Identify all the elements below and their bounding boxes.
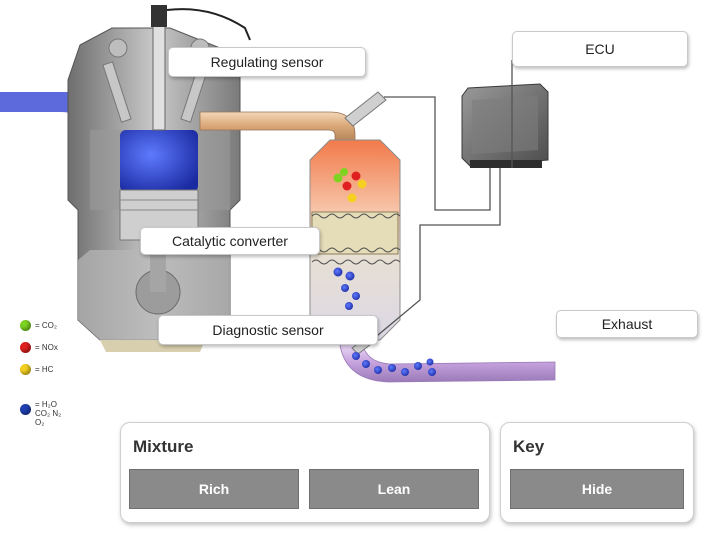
exhaust-pipe: [339, 339, 556, 383]
key-panel: Key Hide: [500, 422, 694, 523]
legend-label: = HC: [35, 365, 54, 374]
spark-plug: [152, 19, 166, 131]
legend-label: = NOx: [35, 343, 58, 352]
legend-item-products: = H₂O CO₂ N₂ O₂: [20, 400, 80, 427]
hc-dot-icon: [20, 364, 31, 375]
legend-label: = CO₂: [35, 321, 57, 330]
legend-item-co2: = CO₂: [20, 320, 57, 331]
regulating-sensor-probe: [344, 91, 387, 127]
legend-item-hc: = HC: [20, 364, 53, 375]
co2-dot-icon: [20, 320, 31, 331]
legend-item-nox: = NOx: [20, 342, 58, 353]
nox-dot-icon: [20, 342, 31, 353]
ecu-label: ECU: [512, 31, 688, 67]
mixture-title: Mixture: [133, 437, 194, 456]
products-dot-icon: [20, 404, 31, 415]
combustion-chamber: [120, 130, 198, 192]
mixture-panel: Mixture Rich Lean: [120, 422, 490, 523]
molecule-legend: = CO₂ = NOx = HC = H₂O CO₂ N₂ O₂: [20, 318, 90, 443]
diagnostic-sensor-label: Diagnostic sensor: [158, 315, 378, 345]
sensor-wiring: [371, 60, 513, 341]
hide-key-button[interactable]: Hide: [510, 469, 684, 509]
converter-substrate: [311, 211, 399, 255]
lean-button[interactable]: Lean: [309, 469, 479, 509]
exhaust-label: Exhaust: [556, 310, 698, 338]
catalytic-converter-label: Catalytic converter: [140, 227, 320, 255]
rich-button[interactable]: Rich: [129, 469, 299, 509]
regulating-sensor-label: Regulating sensor: [168, 47, 366, 77]
legend-label: = H₂O CO₂ N₂ O₂: [35, 400, 62, 427]
key-title: Key: [513, 437, 545, 456]
